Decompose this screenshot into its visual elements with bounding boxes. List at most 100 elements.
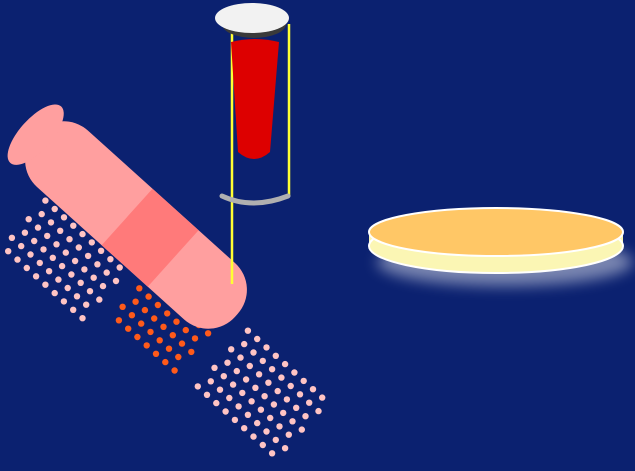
dot (116, 264, 123, 271)
dot (272, 352, 279, 359)
dot (239, 389, 246, 397)
dot (268, 450, 276, 457)
dot (298, 426, 305, 433)
dot (84, 252, 92, 260)
dot (103, 269, 110, 276)
dish-top (368, 207, 624, 257)
dot (293, 404, 300, 411)
dot (263, 344, 270, 351)
dot (252, 384, 259, 391)
dot (31, 237, 38, 245)
dot (188, 348, 195, 356)
dot (90, 274, 97, 281)
dot (64, 284, 71, 292)
dot (152, 350, 160, 357)
dot (151, 315, 158, 322)
dot (276, 423, 283, 430)
dot (49, 254, 56, 261)
dot (267, 414, 274, 422)
dot (115, 317, 123, 324)
dot (242, 376, 250, 383)
dot (44, 232, 51, 240)
dot (182, 326, 189, 334)
plunger-cap (215, 3, 289, 33)
dot (287, 382, 294, 390)
dot (220, 373, 227, 380)
dot (38, 210, 45, 218)
dot (134, 333, 141, 341)
dot (32, 273, 40, 280)
dot (68, 271, 75, 278)
dot (203, 391, 211, 398)
dot (42, 197, 49, 204)
dot (241, 340, 248, 348)
dot (55, 276, 62, 283)
dot (241, 425, 248, 432)
dot (165, 345, 173, 352)
dot (136, 285, 143, 292)
dot (143, 342, 150, 349)
tube-end-left (7, 104, 64, 165)
dot (40, 246, 47, 253)
dot (51, 205, 58, 213)
dot (175, 353, 182, 361)
dot (319, 394, 326, 401)
dot (8, 234, 16, 241)
culture-dish-icon (368, 207, 633, 286)
dot (83, 301, 90, 308)
dot (45, 268, 53, 275)
dot (81, 266, 88, 273)
dot (145, 293, 152, 300)
plunger-tip-rod (219, 193, 291, 206)
dot (274, 387, 281, 395)
dot (204, 330, 212, 337)
dot (178, 340, 186, 347)
dot (25, 216, 32, 223)
light-dot-cluster-lower (194, 327, 326, 457)
dot (281, 360, 289, 368)
dot (23, 264, 30, 272)
dot (96, 296, 103, 303)
dot (71, 257, 79, 265)
dot (66, 236, 73, 243)
dot (248, 398, 255, 405)
syringe-plunger-icon (215, 3, 291, 206)
dot (147, 328, 154, 336)
dot (62, 249, 69, 256)
dot (285, 431, 292, 438)
dot (278, 374, 285, 381)
dot (254, 335, 261, 343)
dot (250, 349, 257, 356)
dot (173, 318, 180, 325)
dot (257, 406, 265, 413)
dot (222, 408, 229, 415)
dot (306, 399, 313, 406)
dot (254, 419, 261, 427)
dot (315, 407, 322, 415)
dot (169, 332, 176, 339)
dot (216, 386, 224, 393)
dot (226, 394, 233, 402)
dot (97, 247, 105, 254)
dot (156, 337, 163, 344)
dot (70, 222, 77, 229)
dot (244, 411, 252, 418)
dot (263, 428, 270, 435)
dot (42, 281, 49, 288)
dot (107, 256, 114, 263)
dot (268, 366, 276, 373)
dot (73, 293, 81, 300)
dot (119, 303, 126, 310)
dot (207, 378, 214, 385)
dot (296, 391, 304, 398)
dot (79, 315, 86, 322)
plunger-barrel (231, 39, 279, 159)
dot (60, 298, 68, 305)
dot (259, 441, 266, 449)
dot (291, 369, 298, 376)
dot (132, 298, 139, 305)
dot (164, 310, 171, 317)
dot (14, 256, 21, 263)
dot (171, 367, 178, 374)
